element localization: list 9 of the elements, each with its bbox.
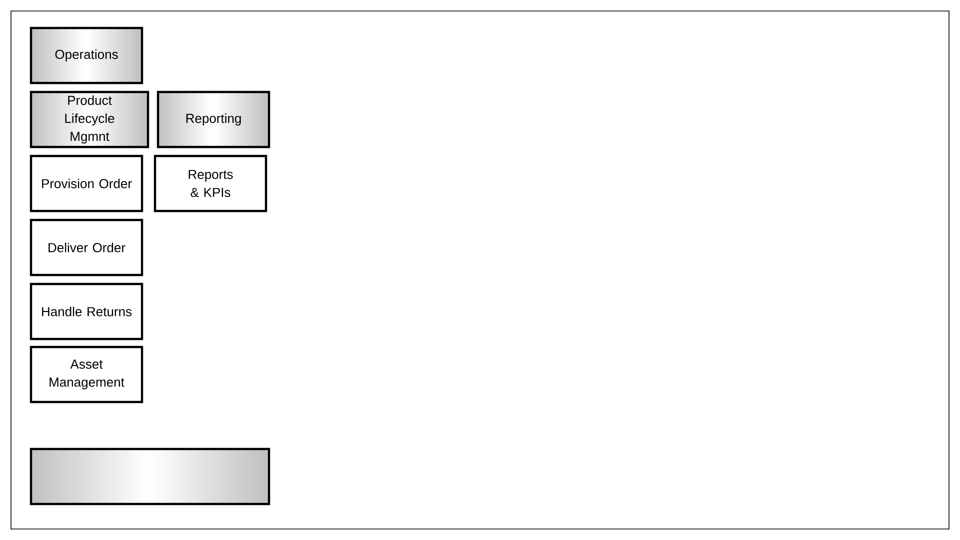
process-box: Provision Order	[30, 154, 144, 212]
process-box: Asset Management	[30, 346, 144, 404]
process-box: Deliver Order	[30, 218, 144, 276]
category-box: Product Lifecycle Mgmnt	[30, 90, 150, 148]
category-box: Operations	[30, 26, 144, 84]
blank-box	[30, 448, 270, 506]
process-box: Reports & KPIs	[154, 154, 268, 212]
process-box: Handle Returns	[30, 282, 144, 340]
category-box: Reporting	[156, 90, 270, 148]
